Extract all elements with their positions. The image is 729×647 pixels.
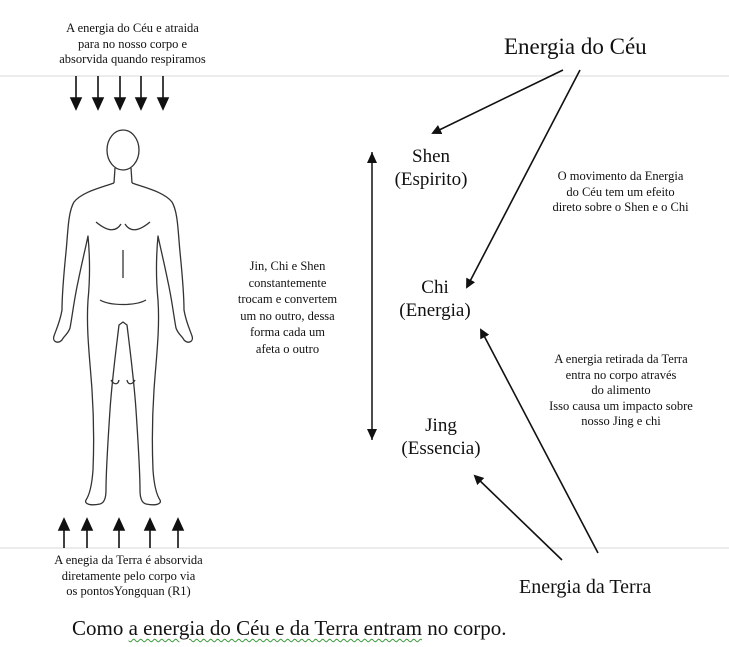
earth-absorption-note: A enegia da Terra é absorvida diretament… — [26, 553, 231, 600]
sky-arrows — [69, 76, 170, 111]
energia-do-ceu-label: Energia do Céu — [504, 34, 647, 59]
chi-translation: (Energia) — [399, 300, 471, 321]
sky-effect-line: direto sobre o Shen e o Chi — [552, 200, 689, 214]
energia-da-terra-label: Energia da Terra — [519, 576, 652, 598]
interaction-note: Jin, Chi e Shen constantemente trocam e … — [220, 258, 355, 357]
sky-note-line: para no nosso corpo e — [78, 36, 187, 51]
interaction-note-line: forma cada um — [250, 325, 325, 339]
shen-jing-double-arrow — [367, 152, 377, 440]
sky-to-shen-arrow — [431, 69, 564, 135]
interaction-note-line: trocam e convertem — [237, 292, 338, 306]
human-figure — [52, 129, 194, 506]
sky-effect-note: O movimento da Energia do Céu tem um efe… — [533, 169, 708, 216]
chi-name: Chi — [421, 277, 449, 298]
chi-label: Chi (Energia) — [380, 276, 490, 322]
earth-to-jing-arrow — [473, 474, 563, 561]
interaction-note-line: constantemente — [248, 275, 327, 290]
earth-to-chi-arrow — [480, 328, 599, 554]
sky-effect-line: O movimento da Energia — [557, 169, 684, 183]
sky-note-line: absorvida quando respiramos — [59, 52, 206, 66]
earth-effect-note: A energia retirada da Terra entra no cor… — [533, 352, 709, 430]
sky-to-chi-arrow — [466, 69, 581, 289]
shen-name: Shen — [412, 146, 450, 167]
interaction-note-line: afeta o outro — [255, 341, 320, 356]
earth-effect-line: nosso Jing e chi — [581, 414, 661, 428]
shen-translation: (Espirito) — [394, 169, 468, 190]
sky-effect-line: do Céu tem um efeito — [566, 184, 675, 199]
earth-note-line: os pontosYongquan (R1) — [66, 584, 191, 598]
earth-note-line: diretamente pelo corpo via — [61, 568, 196, 583]
caption-part: no corpo. — [421, 616, 507, 640]
earth-effect-line: A energia retirada da Terra — [554, 352, 688, 366]
caption-part-underlined: a energia do Céu e da Terra entram — [128, 616, 422, 640]
earth-effect-line: Isso causa um impacto sobre — [549, 398, 693, 413]
caption-part: Como — [72, 616, 129, 640]
shen-label: Shen (Espirito) — [376, 145, 486, 191]
jing-name: Jing — [425, 415, 457, 436]
earth-effect-line: entra no corpo através — [565, 367, 677, 382]
earth-effect-line: do alimento — [591, 383, 651, 397]
figure-caption: Como a energia do Céu e da Terra entram … — [72, 615, 507, 641]
sky-note-line: A energia do Céu e atraida — [66, 21, 199, 35]
earth-arrows — [57, 517, 185, 548]
earth-note-line: A enegia da Terra é absorvida — [54, 553, 203, 567]
interaction-note-line: Jin, Chi e Shen — [249, 259, 326, 273]
interaction-note-line: um no outro, dessa — [240, 308, 335, 323]
jing-translation: (Essencia) — [401, 438, 481, 459]
sky-absorption-note: A energia do Céu e atraida para no nosso… — [30, 21, 235, 68]
jing-label: Jing (Essencia) — [386, 414, 496, 460]
